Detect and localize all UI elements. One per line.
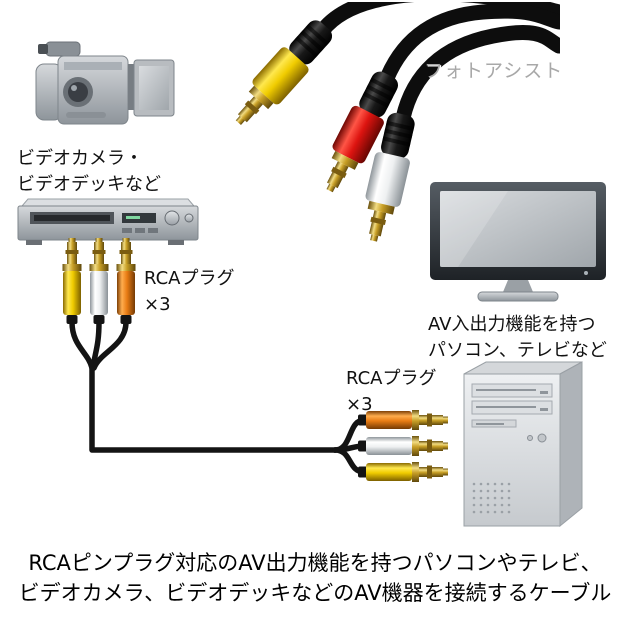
right-plug-orange	[358, 410, 448, 430]
rca-plug-count-label-right: RCAプラグ ×3	[346, 368, 437, 416]
cable-connection-diagram	[62, 238, 448, 482]
pc-vent-dots	[472, 482, 511, 514]
camcorder-icon	[35, 41, 175, 125]
rca-cable-photo	[235, 2, 560, 242]
target-device-label: AV入出力機能を持つ パソコン、テレビなど	[428, 314, 607, 362]
white-rca-plug-photo	[365, 112, 415, 242]
left-plug-white	[89, 238, 109, 324]
cable-left-orange	[91, 319, 129, 371]
cable-white	[395, 25, 560, 126]
cable-left-yellow	[69, 319, 95, 371]
right-plug-yellow	[358, 462, 448, 482]
cable-yellow	[315, 2, 560, 38]
pc-tower-icon	[463, 361, 583, 528]
cable-main-run	[89, 363, 338, 453]
yellow-rca-plug-photo	[235, 20, 333, 126]
left-plug-orange	[116, 238, 136, 324]
cable-red	[379, 3, 560, 86]
caption-text: RCAピンプラグ対応のAV出力機能を持つパソコンやテレビ、 ビデオカメラ、ビデオ…	[18, 551, 612, 606]
source-device-label: ビデオカメラ・ ビデオデッキなど	[17, 148, 161, 196]
left-plug-yellow	[62, 238, 82, 324]
red-rca-plug-photo	[326, 71, 399, 193]
right-plug-white	[358, 436, 448, 456]
vcr-icon	[17, 198, 199, 245]
tv-monitor-icon	[430, 182, 606, 302]
watermark-text: フォトアシスト	[424, 60, 564, 82]
rca-plug-count-label-left: RCAプラグ ×3	[144, 268, 235, 316]
